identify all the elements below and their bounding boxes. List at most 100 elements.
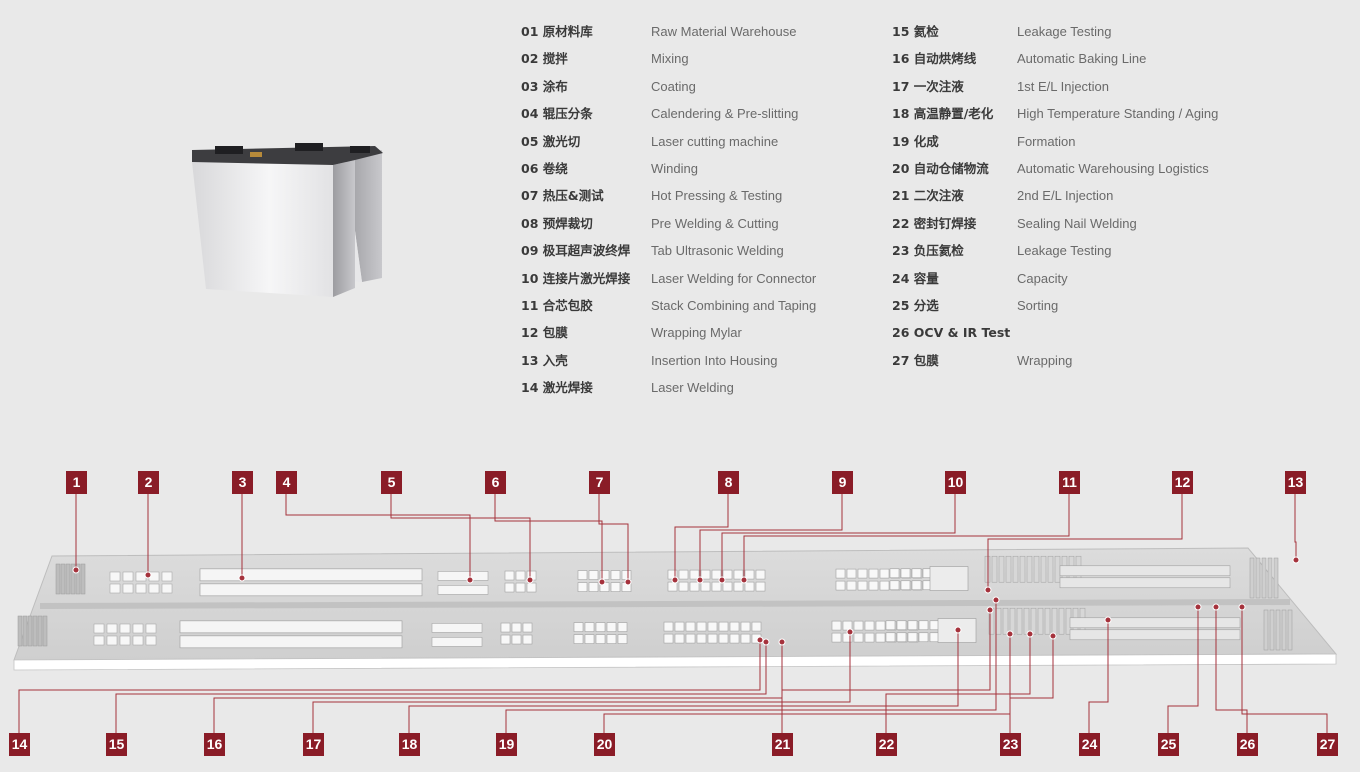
leader-23-dot	[1049, 632, 1057, 640]
legend-item-number: 07	[521, 188, 539, 204]
leader-15-dot	[762, 638, 770, 646]
leader-14-dot	[756, 636, 764, 644]
legend-item-number: 13	[521, 352, 539, 368]
legend-item-17-en: 1st E/L Injection	[1017, 78, 1110, 94]
legend-item-25-cn: 25 分选	[892, 298, 939, 314]
legend-item-20-cn: 20 自动仓储物流	[892, 161, 989, 177]
station-marker-13: 13	[1285, 471, 1306, 494]
leader-21-dot	[986, 606, 994, 614]
leader-24-dot	[1104, 616, 1112, 624]
leader-16-dot	[778, 638, 786, 646]
leader-3-dot	[238, 574, 246, 582]
legend-item-chinese-label: 搅拌	[542, 51, 568, 67]
legend-item-number: 20	[892, 161, 910, 176]
equipment-layer	[17, 555, 1293, 651]
leader-13	[1294, 494, 1297, 560]
legend-item-chinese-label: 二次注液	[913, 188, 964, 204]
legend-item-21-en: 2nd E/L Injection	[1017, 188, 1114, 204]
legend-item-02-cn: 02 搅拌	[521, 51, 568, 67]
legend-item-22-en: Sealing Nail Welding	[1017, 215, 1137, 231]
station-marker-25: 25	[1158, 733, 1179, 756]
legend-item-01-en: Raw Material Warehouse	[651, 24, 797, 39]
station-marker-8: 8	[718, 471, 739, 494]
legend-item-14-cn: 14 激光焊接	[521, 380, 593, 396]
station-marker-7: 7	[589, 471, 610, 494]
legend-item-number: 02	[521, 51, 539, 67]
legend-item-number: 21	[892, 188, 910, 204]
legend-item-08-en: Pre Welding & Cutting	[651, 215, 779, 231]
leader-19-dot	[992, 596, 1000, 604]
legend-item-15-en: Leakage Testing	[1017, 24, 1112, 39]
leader-27-dot	[1238, 603, 1246, 611]
leader-19	[505, 600, 997, 733]
legend-item-number: 17	[892, 78, 910, 94]
battery-cell-image	[192, 143, 383, 297]
legend-item-chinese-label: 热压&测试	[542, 188, 604, 204]
legend-item-chinese-label: 包膜	[913, 352, 939, 368]
leader-21	[781, 610, 991, 733]
leader-7-dot	[624, 578, 632, 586]
leader-17	[312, 632, 851, 733]
legend-item-number: 18	[892, 106, 910, 122]
leader-13-dot	[1292, 556, 1300, 564]
legend-item-number: 08	[521, 215, 539, 231]
station-marker-5: 5	[381, 471, 402, 494]
legend-item-chinese-label: 负压氦检	[913, 243, 964, 259]
legend-item-chinese-label: 涂布	[542, 78, 568, 94]
legend-item-25-en: Sorting	[1017, 298, 1059, 313]
legend-item-07-cn: 07 热压&测试	[521, 188, 604, 204]
legend-item-number: 14	[521, 380, 539, 396]
legend-item-18-cn: 18 高温静置/老化	[892, 106, 993, 122]
legend-item-chinese-label: 一次注液	[913, 78, 964, 94]
leader-12-dot	[984, 586, 992, 594]
legend-item-22-cn: 22 密封钉焊接	[892, 216, 976, 232]
station-marker-1: 1	[66, 471, 87, 494]
legend-item-19-cn: 19 化成	[892, 134, 939, 150]
legend-item-27-en: Wrapping	[1017, 352, 1073, 368]
legend-item-number: 09	[521, 243, 539, 259]
legend-item-chinese-label: 激光切	[542, 133, 581, 149]
station-marker-12: 12	[1172, 471, 1193, 494]
legend-item-chinese-label: 预焊裁切	[542, 215, 593, 231]
leader-17-dot	[846, 628, 854, 636]
legend-item-number: 19	[892, 133, 910, 149]
legend-item-number: 26	[892, 325, 910, 341]
legend-item-20-en: Automatic Warehousing Logistics	[1017, 161, 1209, 176]
legend-item-number: 05	[521, 133, 539, 149]
leader-18-dot	[954, 626, 962, 634]
legend-item-04-en: Calendering & Pre-slitting	[651, 106, 799, 122]
leader-15	[115, 642, 767, 733]
leader-4-dot	[466, 576, 474, 584]
legend-item-11-cn: 11 合芯包胶	[521, 298, 593, 314]
station-marker-9: 9	[832, 471, 853, 494]
leader-1-dot	[72, 566, 80, 574]
legend-item-24-en: Capacity	[1017, 270, 1068, 286]
legend-item-chinese-label: 自动烘烤线	[913, 51, 977, 67]
legend-item-chinese-label: OCV & IR Test	[913, 325, 1011, 341]
legend-item-chinese-label: 辊压分条	[542, 106, 593, 122]
station-marker-24: 24	[1079, 733, 1100, 756]
legend-item-04-cn: 04 辊压分条	[521, 106, 593, 122]
legend-item-chinese-label: 极耳超声波终焊	[542, 243, 631, 259]
station-marker-20: 20	[594, 733, 615, 756]
legend-item-23-en: Leakage Testing	[1017, 243, 1112, 259]
station-marker-19: 19	[496, 733, 517, 756]
legend-item-19-en: Formation	[1017, 133, 1076, 149]
legend-item-chinese-label: 分选	[913, 298, 939, 313]
leader-22-dot	[1026, 630, 1034, 638]
leader-10	[721, 494, 956, 580]
legend-item-chinese-label: 化成	[913, 133, 939, 149]
legend-item-23-cn: 23 负压氦检	[892, 243, 964, 259]
legend-item-17-cn: 17 一次注液	[892, 79, 964, 95]
leader-25-dot	[1194, 603, 1202, 611]
leader-20	[603, 634, 1011, 733]
leader-20-dot	[1006, 630, 1014, 638]
legend-item-chinese-label: 激光焊接	[542, 380, 593, 396]
legend-item-chinese-label: 高温静置/老化	[913, 106, 994, 122]
legend-item-number: 25	[892, 298, 910, 313]
legend-item-number: 24	[892, 270, 910, 286]
station-marker-22: 22	[876, 733, 897, 756]
legend-item-chinese-label: 卷绕	[542, 161, 568, 176]
legend-item-10-cn: 10 连接片激光焊接	[521, 271, 630, 287]
leader-10-dot	[718, 576, 726, 584]
